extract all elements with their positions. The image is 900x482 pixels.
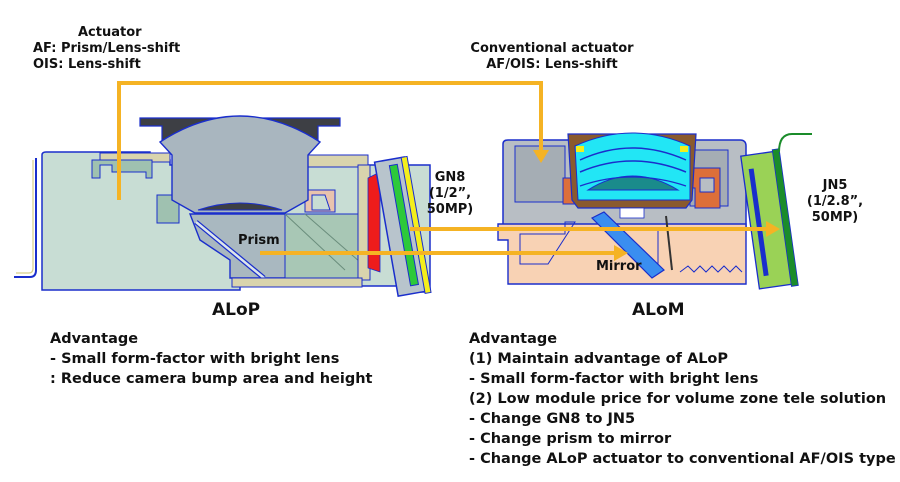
mirror-label: Mirror: [596, 259, 642, 274]
alop-actuator-ois: OIS: Lens-shift: [33, 57, 141, 72]
alom-advantage-heading: Advantage: [469, 331, 558, 347]
alop-actuator-title: Actuator: [78, 25, 142, 40]
alom-actuator-callout: Conventional actuator AF/OIS: Lens-shift: [452, 41, 652, 73]
jn5-sensor-board: [771, 148, 799, 287]
alom-advantage-item: (2) Low module price for volume zone tel…: [469, 391, 887, 407]
alom-module: [497, 132, 812, 290]
gn8-size: (1/2”,: [428, 186, 472, 201]
alop-advantage-item: : Reduce camera bump area and height: [50, 371, 373, 387]
alop-actuator-af: AF: Prism/Lens-shift: [33, 41, 181, 56]
alop-actuator-lines: AF: Prism/Lens-shift OIS: Lens-shift: [33, 41, 180, 73]
jn5-size: (1/2.8”,: [806, 194, 864, 209]
gn8-resolution: 50MP): [426, 202, 474, 217]
alop-lens: [158, 115, 322, 214]
callout-arrows: [117, 81, 780, 261]
alom-advantage-item: - Change ALoP actuator to conventional A…: [469, 451, 896, 467]
alop-advantage-item: - Small form-factor with bright lens: [50, 351, 340, 367]
jn5-sensor-die: [748, 168, 769, 277]
alom-actuator-title: Conventional actuator: [470, 41, 634, 56]
alop-actuator-callout: Actuator: [30, 25, 150, 41]
alom-advantages: Advantage (1) Maintain advantage of ALoP…: [469, 329, 896, 469]
gn8-sensor-board: [400, 155, 432, 294]
gn8-name: GN8: [434, 170, 466, 185]
gn8-sensor-label: GN8 (1/2”, 50MP): [420, 170, 480, 218]
alop-advantage-heading: Advantage: [50, 331, 139, 347]
alom-advantage-item: - Change prism to mirror: [469, 431, 672, 447]
actuator-arrow-head: [533, 150, 549, 163]
alop-flex-cable: [14, 158, 37, 278]
mirror-arrow-head: [614, 245, 628, 261]
sensor-arrow-head: [766, 221, 780, 237]
alom-actuator-af-ois: AF/OIS: Lens-shift: [486, 57, 618, 72]
alom-advantage-item: - Change GN8 to JN5: [469, 411, 636, 427]
alom-advantage-item: (1) Maintain advantage of ALoP: [469, 351, 729, 367]
gn8-sensor-die: [388, 163, 420, 287]
jn5-flex-cable: [778, 133, 812, 153]
alom-advantage-item: - Small form-factor with bright lens: [469, 371, 759, 387]
alop-module: [14, 115, 432, 298]
jn5-sensor-label: JN5 (1/2.8”, 50MP): [800, 178, 870, 226]
actuator-link-line: [117, 81, 543, 200]
jn5-resolution: 50MP): [811, 210, 859, 225]
alop-advantages: Advantage - Small form-factor with brigh…: [50, 329, 372, 389]
alom-title: ALoM: [632, 300, 685, 320]
alop-title: ALoP: [212, 300, 261, 320]
jn5-name: JN5: [822, 178, 848, 193]
prism-label: Prism: [238, 233, 280, 248]
